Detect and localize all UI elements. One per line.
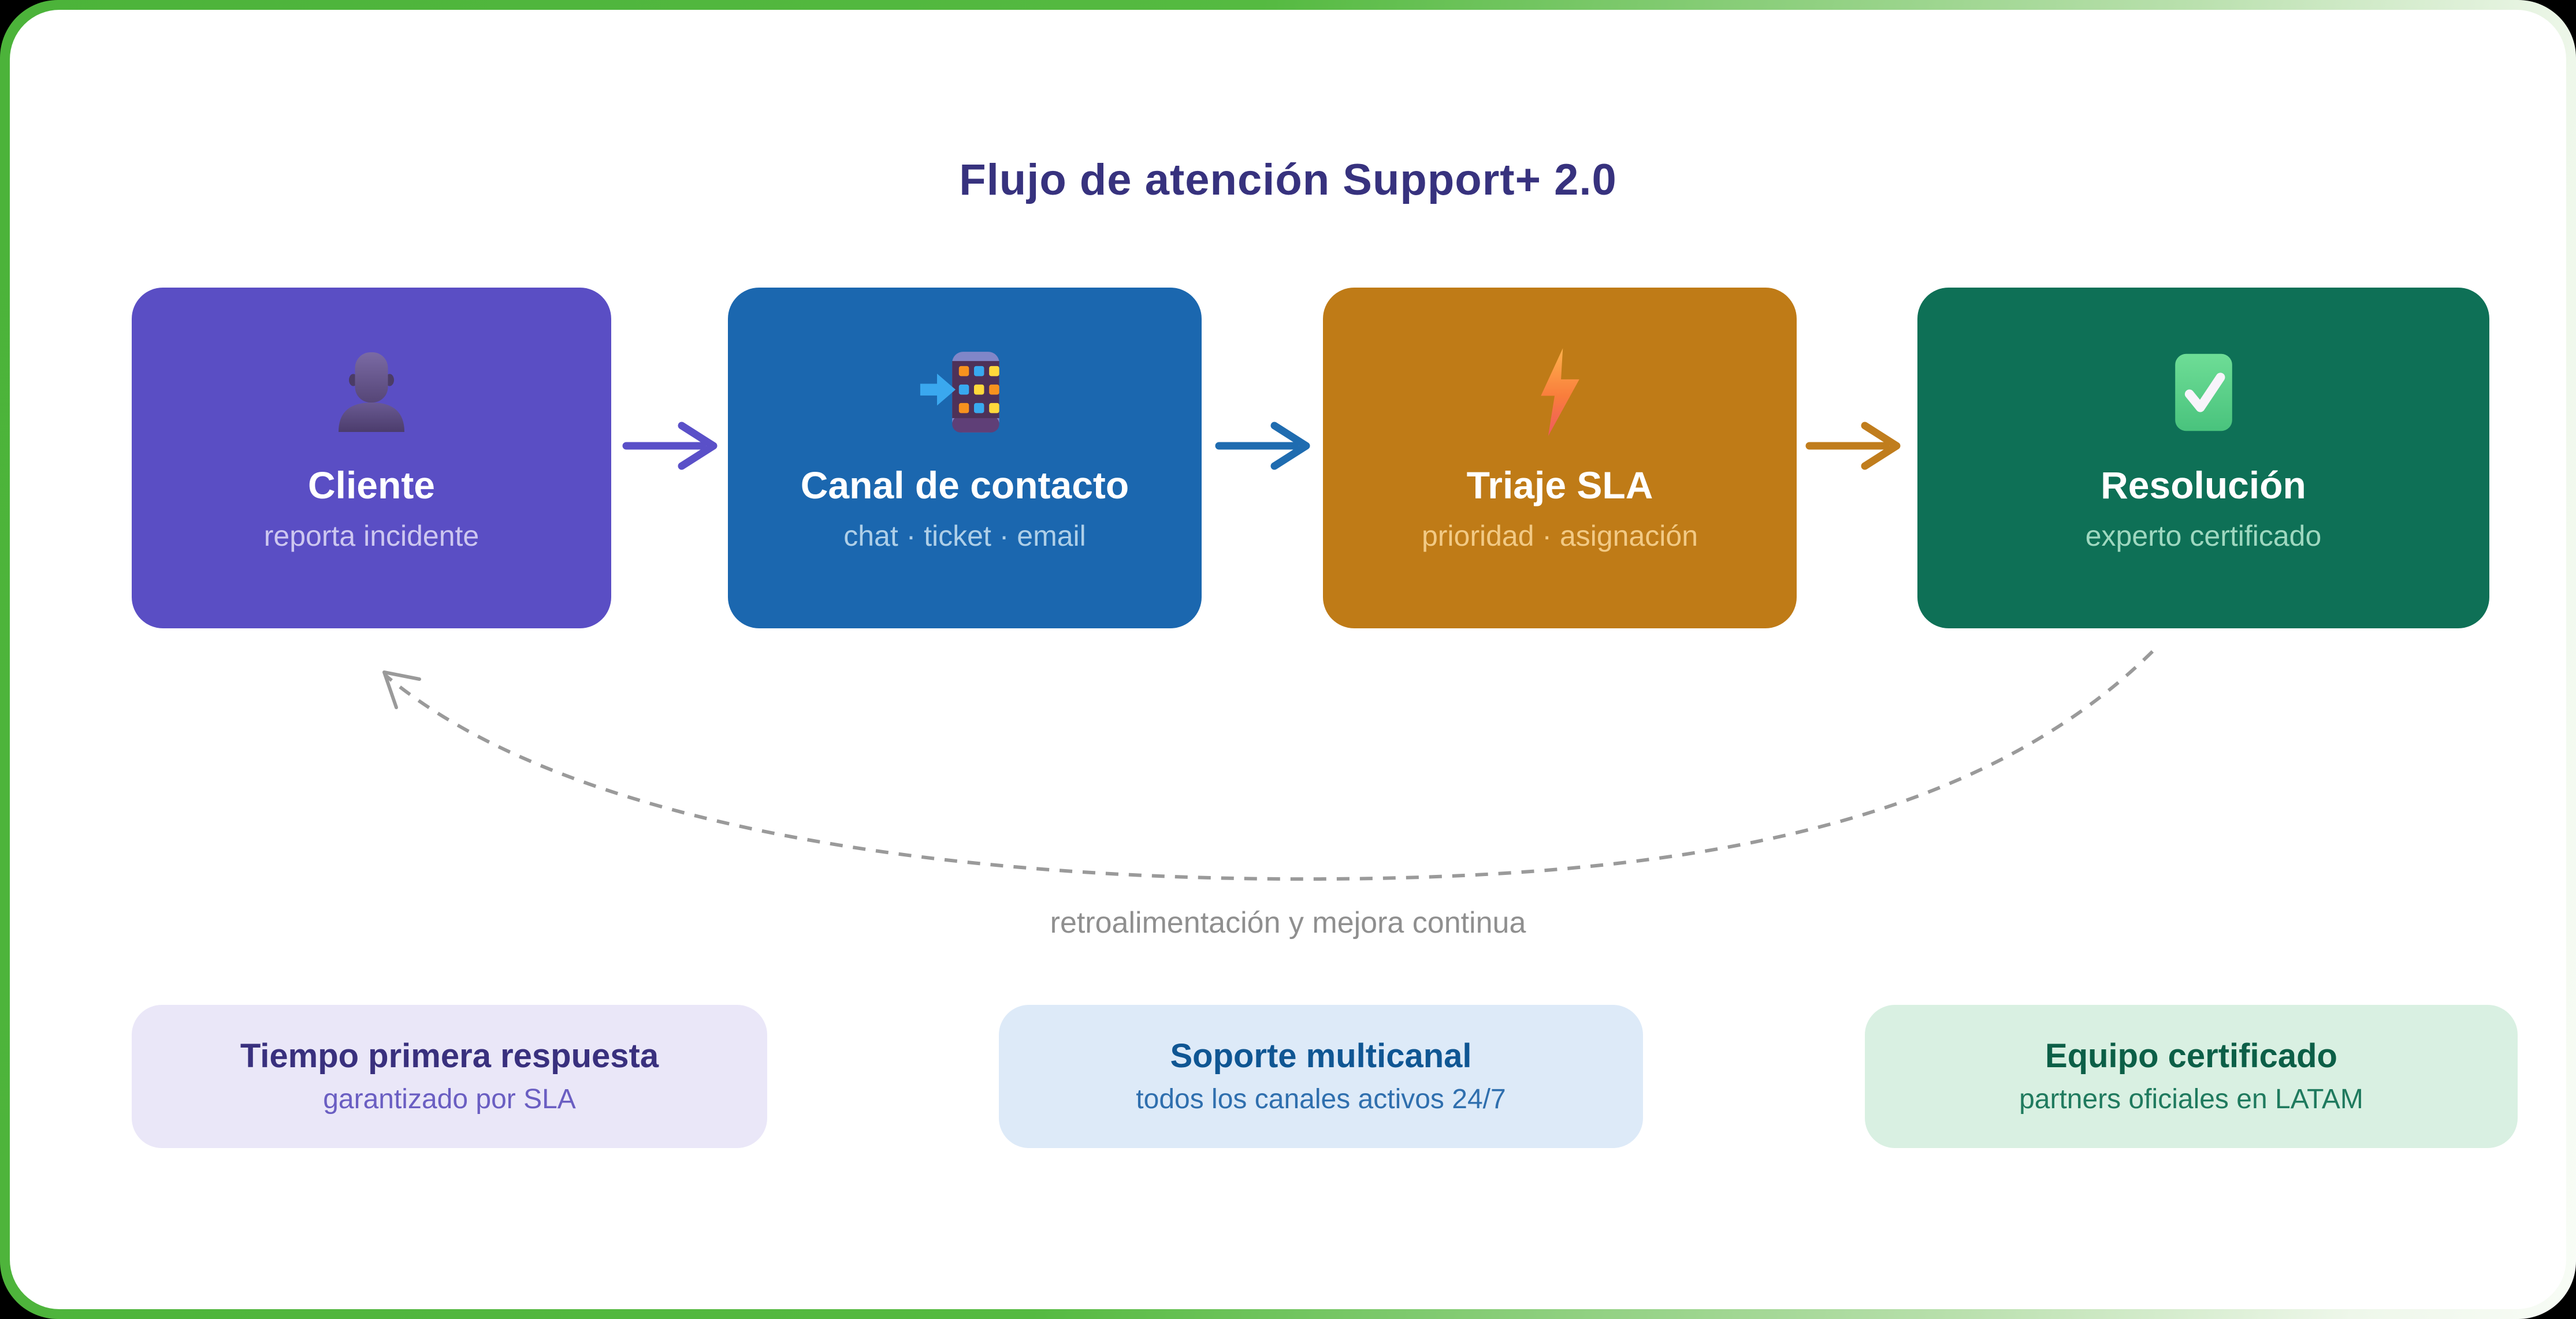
flow-step-sublabel: reporta incidente [263, 519, 479, 552]
flow-step-label: Cliente [307, 464, 436, 506]
connector-arrow-1 [622, 422, 718, 470]
summary-card-title: Soporte multicanal [1170, 1037, 1472, 1075]
page-title: Flujo de atención Support+ 2.0 [959, 155, 1617, 204]
lightning-icon [1533, 343, 1588, 441]
flow-step-sublabel: chat · ticket · email [843, 519, 1086, 552]
phone-arrow-icon [919, 343, 1011, 441]
summary-card-equipo-certificado: Equipo certificado partners oficiales en… [1865, 1005, 2518, 1148]
person-icon [328, 343, 415, 441]
summary-card-soporte-multicanal: Soporte multicanal todos los canales act… [999, 1005, 1643, 1148]
flow-step-label: Canal de contacto [800, 464, 1129, 506]
feedback-label: retroalimentación y mejora continua [1050, 906, 1526, 940]
summary-card-tiempo-primera-respuesta: Tiempo primera respuesta garantizado por… [132, 1005, 767, 1148]
summary-card-title: Equipo certificado [2045, 1037, 2337, 1075]
flow-step-resolucion: Resolución experto certificado [1917, 288, 2489, 628]
flow-step-canal-de-contacto: Canal de contacto chat · ticket · email [728, 288, 1202, 628]
summary-card-subtitle: garantizado por SLA [323, 1084, 576, 1115]
flow-step-label: Triaje SLA [1466, 464, 1653, 506]
flow-step-sublabel: experto certificado [2085, 519, 2322, 552]
flow-step-sublabel: prioridad · asignación [1421, 519, 1698, 552]
connector-arrow-3 [1805, 422, 1901, 470]
flow-step-label: Resolución [2101, 464, 2306, 506]
summary-card-subtitle: todos los canales activos 24/7 [1136, 1084, 1506, 1115]
flow-step-cliente: Cliente reporta incidente [132, 288, 611, 628]
connector-arrow-2 [1215, 422, 1310, 470]
check-icon [2162, 343, 2246, 441]
flow-step-triaje-sla: Triaje SLA prioridad · asignación [1323, 288, 1797, 628]
summary-card-subtitle: partners oficiales en LATAM [2019, 1084, 2363, 1115]
summary-card-title: Tiempo primera respuesta [240, 1037, 659, 1075]
